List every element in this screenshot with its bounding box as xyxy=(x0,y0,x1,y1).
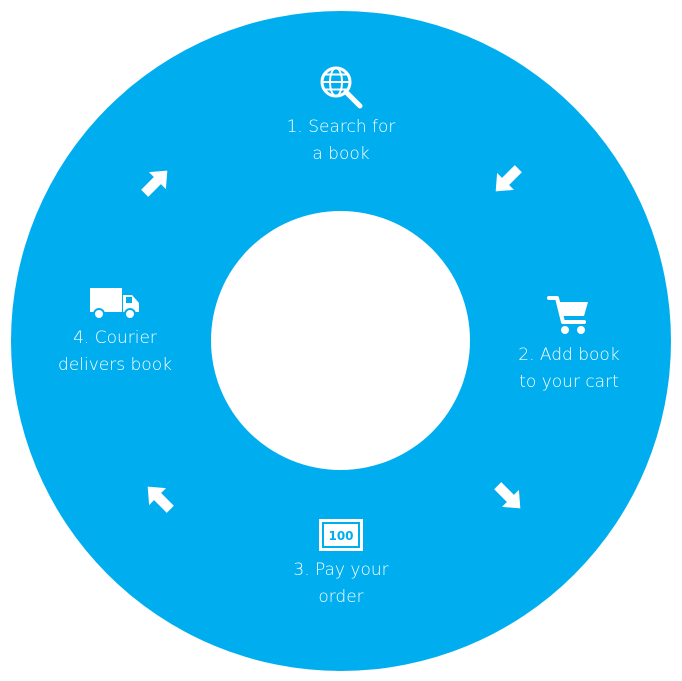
step-courier-line-2: delivers book xyxy=(58,355,172,375)
step-search-line-2: a book xyxy=(312,144,370,164)
banknote-value: 100 xyxy=(328,529,353,543)
step-pay: 100 3. Pay your order xyxy=(251,517,431,611)
step-search-line-1: 1. Search for xyxy=(286,117,396,137)
arrow-down-right-icon xyxy=(495,165,522,192)
step-courier-line-1: 4. Courier xyxy=(73,328,157,348)
ring-center-hole xyxy=(211,211,470,470)
step-search: 1. Search for a book xyxy=(251,64,431,168)
step-pay-line-2: order xyxy=(318,587,364,607)
delivery-truck-icon xyxy=(90,288,139,320)
step-pay-line-1: 3. Pay your xyxy=(293,560,389,580)
arrow-down-left-icon xyxy=(494,482,521,509)
banknote-100-icon: 100 xyxy=(319,519,363,551)
globe-search-icon xyxy=(320,66,363,109)
arrow-up-left-icon xyxy=(147,486,174,513)
step-cart: 2. Add book to your cart xyxy=(479,292,659,396)
shopping-cart-icon xyxy=(547,296,588,334)
step-cart-line-2: to your cart xyxy=(519,372,619,392)
step-courier: 4. Courier delivers book xyxy=(25,285,205,379)
arrow-up-right-icon xyxy=(141,170,168,197)
step-cart-line-1: 2. Add book xyxy=(518,345,620,365)
